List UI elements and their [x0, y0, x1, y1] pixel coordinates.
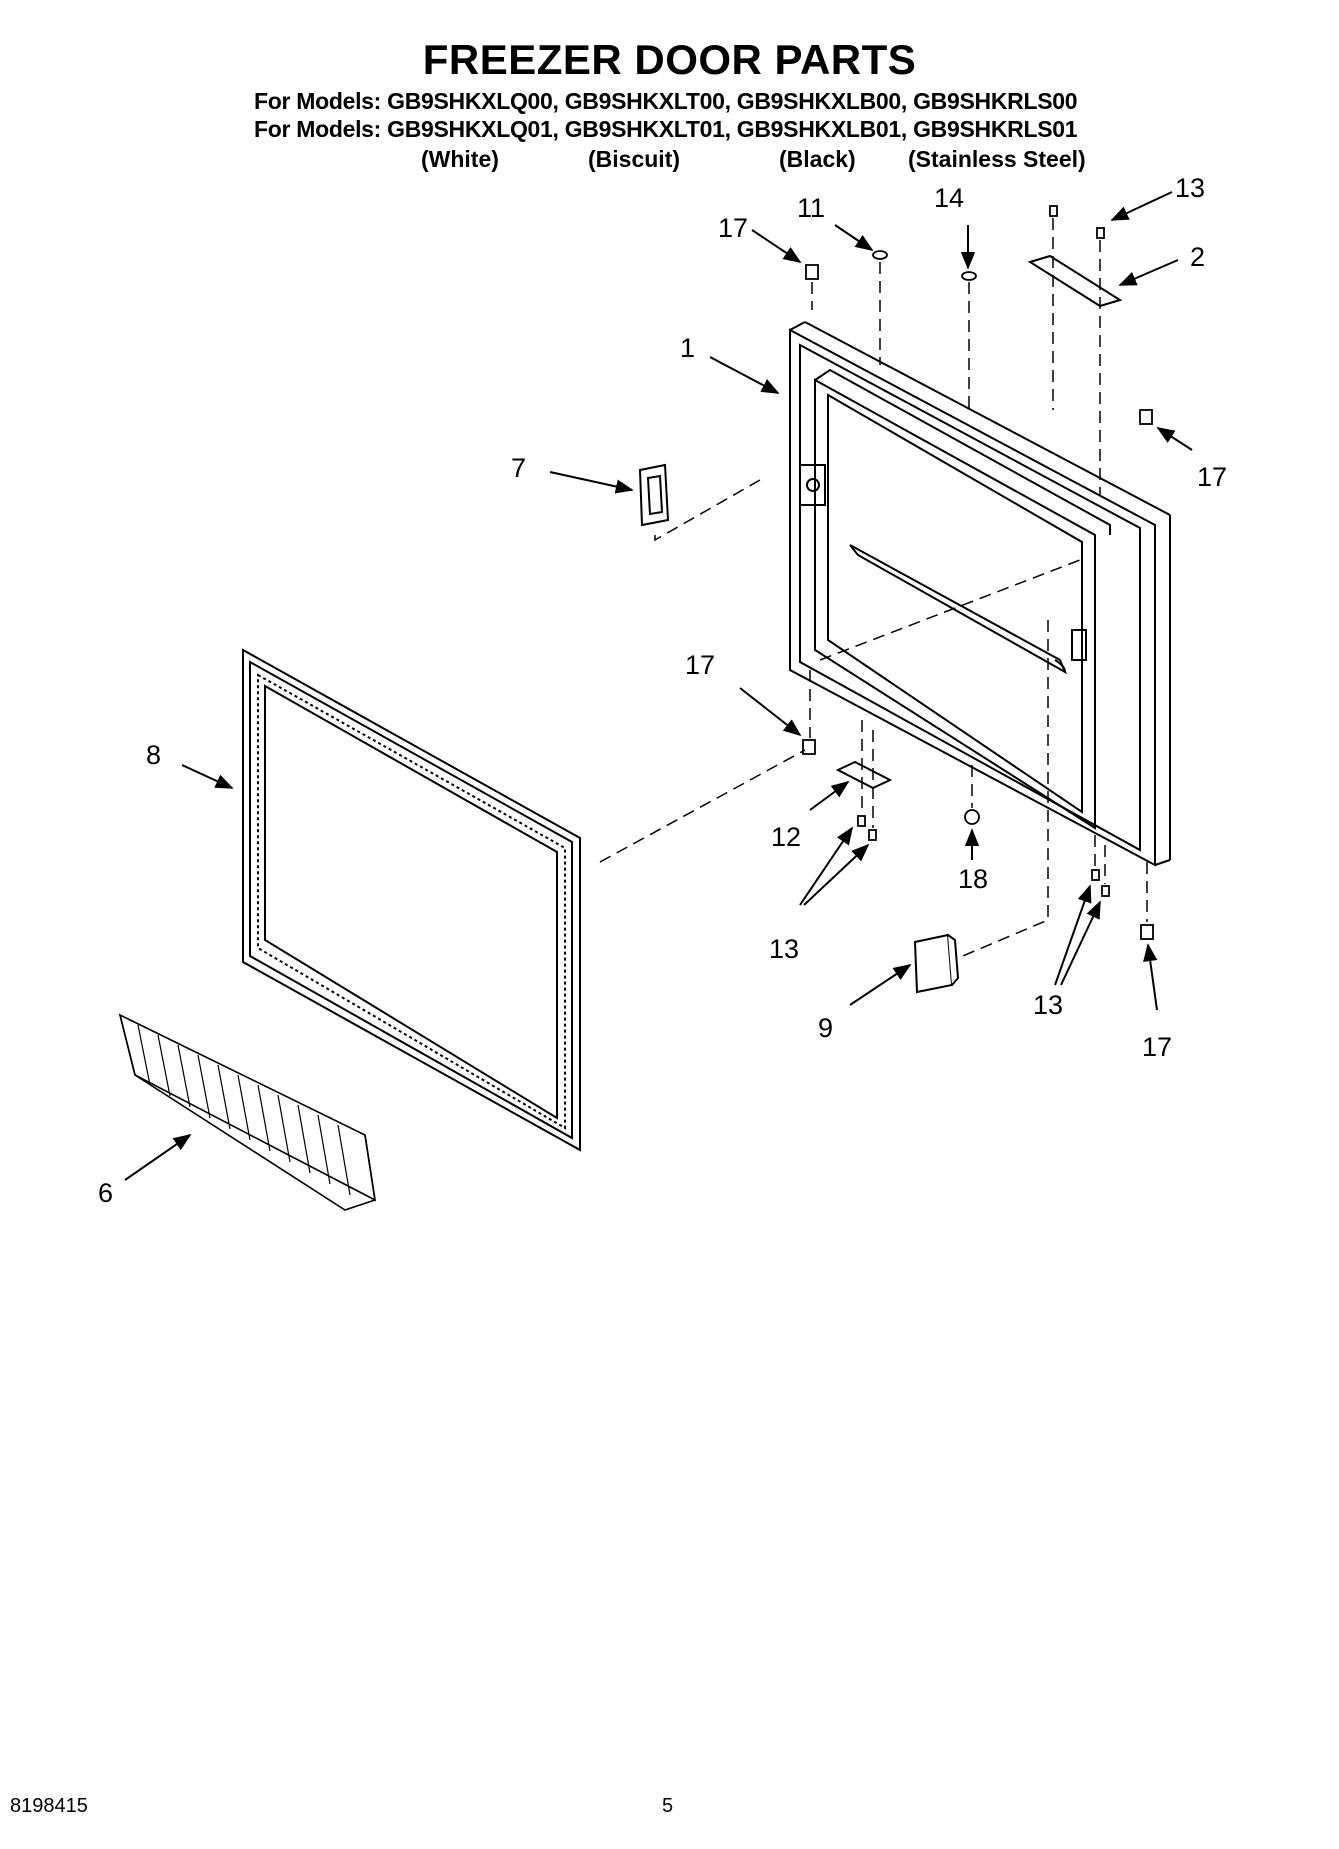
small-fasteners	[802, 205, 1154, 940]
color-stainless-label: (Stainless Steel)	[908, 146, 1086, 172]
color-biscuit-label: (Biscuit)	[588, 146, 680, 172]
callout-17-top-left: 17	[718, 213, 749, 243]
door-liner-part	[789, 321, 1171, 867]
model-line-1: For Models: GB9SHKXLQ00, GB9SHKXLT00, GB…	[254, 88, 1078, 114]
callout-13-left: 13	[769, 934, 800, 964]
color-white-label: (White)	[421, 146, 499, 172]
door-gasket-part	[242, 648, 581, 1152]
callout-14: 14	[934, 183, 965, 213]
callout-1: 1	[680, 333, 696, 363]
callout-8: 8	[146, 740, 162, 770]
callout-arrows	[124, 191, 1193, 1181]
model-line-2: For Models: GB9SHKXLQ01, GB9SHKXLT01, GB…	[254, 116, 1078, 142]
callout-11: 11	[797, 193, 826, 223]
callout-17-middle: 17	[685, 650, 716, 680]
callout-6: 6	[98, 1178, 114, 1208]
callout-18: 18	[958, 864, 989, 894]
callout-2: 2	[1190, 242, 1206, 272]
color-black-label: (Black)	[779, 146, 856, 172]
callout-9: 9	[818, 1013, 834, 1043]
callout-13-right: 13	[1033, 990, 1064, 1020]
callout-7: 7	[511, 453, 527, 483]
document-number: 8198415	[10, 1795, 88, 1817]
alignment-lines	[599, 218, 1148, 959]
handle-cap-part	[913, 933, 960, 994]
hinge-cover-part	[638, 463, 670, 527]
page-number: 5	[662, 1795, 674, 1817]
page-title: FREEZER DOOR PARTS	[422, 36, 917, 83]
callout-12: 12	[771, 822, 802, 852]
callout-17-right: 17	[1197, 462, 1228, 492]
callout-13-top: 13	[1175, 173, 1206, 203]
callout-17-bottom: 17	[1142, 1032, 1173, 1062]
wire-basket-part	[118, 1013, 377, 1211]
top-hinge-plate-part	[1027, 254, 1123, 308]
